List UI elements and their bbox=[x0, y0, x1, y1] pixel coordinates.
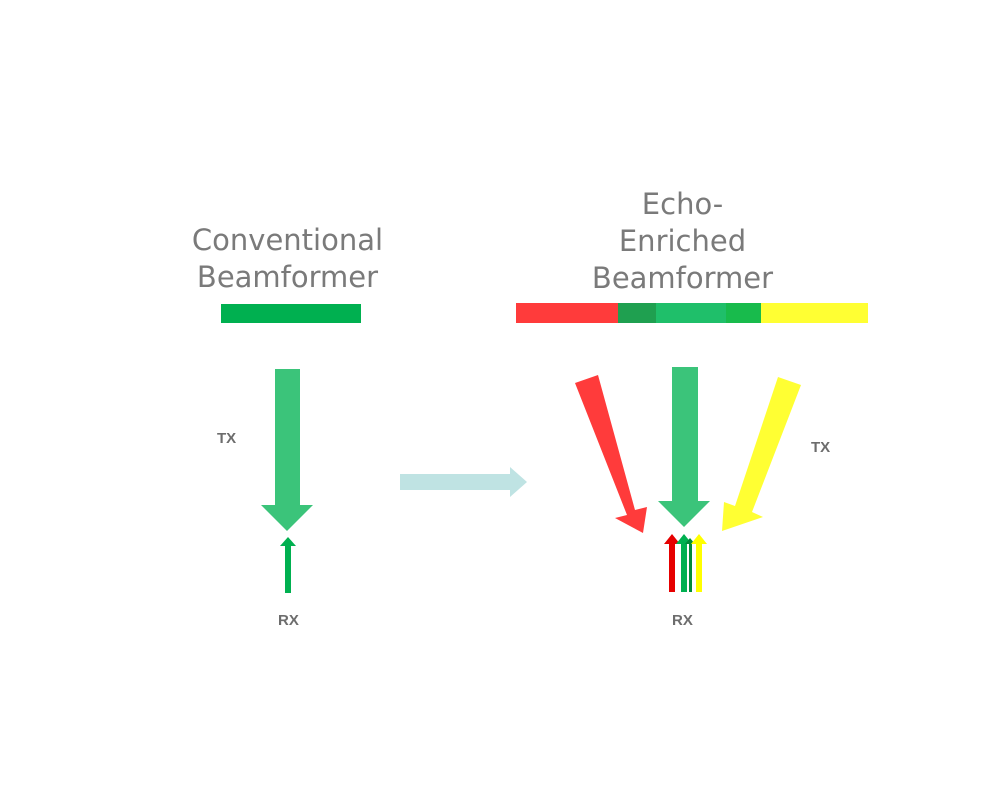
bar-segment-yellow bbox=[761, 303, 868, 323]
echo-enriched-beam-bar bbox=[516, 303, 868, 323]
title-line: Beamformer bbox=[196, 260, 379, 294]
rx-label-left: RX bbox=[278, 612, 299, 629]
bar-segment-green bbox=[726, 303, 761, 323]
conventional-beam-bar bbox=[221, 304, 361, 323]
rx-arrow-red bbox=[664, 534, 680, 592]
tx-arrow-red bbox=[575, 375, 647, 533]
title-line: Conventional bbox=[191, 223, 384, 257]
conventional-beamformer-title: Conventional Beamformer bbox=[150, 222, 425, 296]
transition-arrow bbox=[400, 467, 527, 497]
tx-label-right: TX bbox=[811, 439, 831, 456]
rx-arrow-left bbox=[280, 537, 296, 593]
title-line: Beamformer bbox=[591, 261, 774, 295]
bar-segment-mid-green bbox=[656, 303, 726, 323]
tx-label-left: TX bbox=[217, 430, 237, 447]
echo-enriched-beamformer-title: Echo- Enriched Beamformer bbox=[545, 186, 820, 297]
tx-arrow-left bbox=[261, 369, 313, 531]
bar-segment-red bbox=[516, 303, 618, 323]
rx-arrow-green bbox=[676, 534, 692, 592]
rx-label-right: RX bbox=[672, 612, 693, 629]
tx-arrow-yellow bbox=[722, 377, 801, 531]
tx-arrow-green bbox=[658, 367, 710, 527]
bar-segment-dark-green bbox=[618, 303, 656, 323]
rx-arrow-dark-green bbox=[685, 538, 695, 592]
title-line: Enriched bbox=[618, 224, 747, 258]
rx-arrow-yellow bbox=[691, 534, 707, 592]
title-line: Echo- bbox=[641, 187, 724, 221]
